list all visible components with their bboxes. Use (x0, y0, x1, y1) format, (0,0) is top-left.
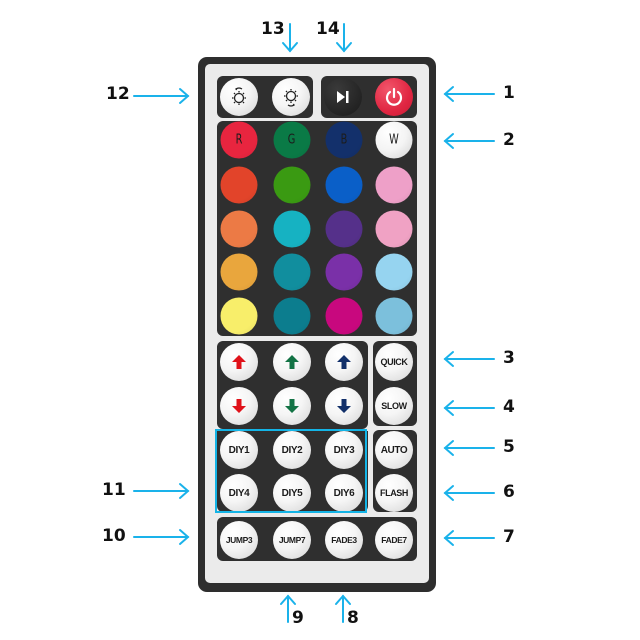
color-button[interactable] (273, 297, 311, 335)
green-up-button[interactable] (273, 343, 311, 381)
quick-button[interactable]: QUICK (375, 343, 413, 381)
fade7-label: FADE7 (381, 535, 407, 545)
diy3-button[interactable]: DIY3 (325, 431, 363, 469)
arrow-down-icon (232, 399, 246, 413)
quick-label: QUICK (380, 357, 408, 367)
diy2-label: DIY2 (281, 444, 303, 456)
color-button[interactable] (220, 166, 258, 204)
color-button[interactable] (375, 253, 413, 291)
jump3-label: JUMP3 (225, 535, 253, 545)
callout-2: 2 (503, 130, 515, 150)
color-button[interactable] (220, 210, 258, 248)
color-button[interactable] (220, 253, 258, 291)
diy1-button[interactable]: DIY1 (220, 431, 258, 469)
diy4-label: DIY4 (228, 487, 250, 499)
auto-button[interactable]: AUTO (375, 431, 413, 469)
diy5-label: DIY5 (281, 487, 303, 499)
callout-7: 7 (503, 527, 515, 547)
color-button[interactable]: W (375, 121, 413, 159)
color-button[interactable]: G (273, 121, 311, 159)
callout-13: 13 (261, 19, 285, 39)
flash-label: FLASH (380, 488, 408, 498)
auto-label: AUTO (380, 444, 408, 456)
arrow-up-icon (232, 355, 246, 369)
brightness-down-icon (232, 87, 246, 105)
diy4-button[interactable]: DIY4 (220, 474, 258, 512)
fade7-button[interactable]: FADE7 (375, 521, 413, 559)
callout-8: 8 (347, 608, 359, 628)
fade3-label: FADE3 (331, 535, 357, 545)
jump7-button[interactable]: JUMP7 (273, 521, 311, 559)
callout-1: 1 (503, 83, 515, 103)
callout-11: 11 (102, 480, 126, 500)
diy2-button[interactable]: DIY2 (273, 431, 311, 469)
callout-5: 5 (503, 437, 515, 457)
fade3-button[interactable]: FADE3 (325, 521, 363, 559)
arrow-up-icon (285, 355, 299, 369)
callout-4: 4 (503, 397, 515, 417)
jump7-label: JUMP7 (278, 535, 306, 545)
arrow-down-icon (285, 399, 299, 413)
color-button[interactable]: R (220, 121, 258, 159)
blue-up-button[interactable] (325, 343, 363, 381)
callout-12: 12 (106, 84, 130, 104)
slow-button[interactable]: SLOW (375, 387, 413, 425)
jump3-button[interactable]: JUMP3 (220, 521, 258, 559)
callout-9: 9 (292, 608, 304, 628)
blue-down-button[interactable] (325, 387, 363, 425)
color-button[interactable] (325, 210, 363, 248)
red-up-button[interactable] (220, 343, 258, 381)
flash-button[interactable]: FLASH (375, 474, 413, 512)
callout-10: 10 (102, 526, 126, 546)
color-button[interactable] (325, 297, 363, 335)
callout-14: 14 (316, 19, 340, 39)
color-button-label: R (235, 132, 243, 148)
diy6-label: DIY6 (333, 487, 355, 499)
color-button-label: G (288, 132, 296, 148)
brightness-up-button[interactable] (272, 78, 310, 116)
color-button[interactable] (325, 253, 363, 291)
diy6-button[interactable]: DIY6 (325, 474, 363, 512)
color-button[interactable] (273, 210, 311, 248)
power-icon (385, 87, 403, 106)
arrow-up-icon (337, 355, 351, 369)
play-pause-button[interactable] (324, 78, 362, 116)
diy5-button[interactable]: DIY5 (273, 474, 311, 512)
color-button[interactable] (375, 166, 413, 204)
red-down-button[interactable] (220, 387, 258, 425)
arrow-down-icon (337, 399, 351, 413)
color-button[interactable] (273, 166, 311, 204)
diy1-label: DIY1 (228, 444, 250, 456)
play-pause-icon (337, 91, 349, 103)
power-button[interactable] (375, 78, 413, 116)
slow-label: SLOW (381, 401, 407, 411)
color-button[interactable] (273, 253, 311, 291)
callout-3: 3 (503, 348, 515, 368)
green-down-button[interactable] (273, 387, 311, 425)
color-button[interactable] (375, 210, 413, 248)
diy3-label: DIY3 (333, 444, 355, 456)
callout-6: 6 (503, 482, 515, 502)
color-button-label: W (389, 132, 399, 148)
brightness-down-button[interactable] (220, 78, 258, 116)
color-button[interactable] (375, 297, 413, 335)
brightness-up-icon (284, 89, 298, 107)
color-button[interactable] (220, 297, 258, 335)
color-button-label: B (340, 132, 348, 148)
color-button[interactable]: B (325, 121, 363, 159)
color-button[interactable] (325, 166, 363, 204)
